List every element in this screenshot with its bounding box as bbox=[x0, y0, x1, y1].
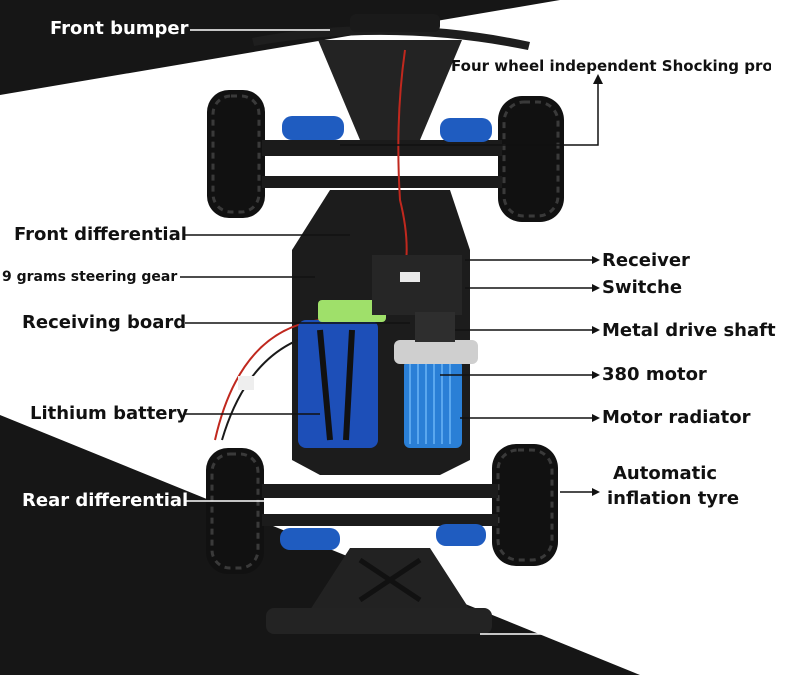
label-front-differential: Front differential bbox=[14, 224, 187, 245]
wire-red bbox=[397, 49, 408, 271]
label-front-bumper: Front bumper bbox=[50, 18, 189, 39]
front-arm-lower bbox=[262, 176, 502, 188]
label-back-bumper: Back bumper bbox=[602, 623, 736, 644]
rear-arm-upper bbox=[262, 484, 498, 498]
drive-shaft bbox=[415, 312, 455, 342]
battery-pack bbox=[298, 320, 378, 448]
front-arm-upper bbox=[262, 140, 502, 156]
rear-left-wheel bbox=[206, 448, 264, 574]
label-steering-gear: 9 grams steering gear bbox=[2, 269, 178, 285]
back-bumper-shape bbox=[266, 548, 492, 634]
rear-left-shock bbox=[280, 528, 340, 550]
label-rear-differential: Rear differential bbox=[22, 490, 189, 511]
label-automatic: Automatic bbox=[613, 463, 718, 484]
rear-right-wheel bbox=[492, 444, 558, 566]
label-switche: Switche bbox=[602, 277, 683, 298]
battery-plug bbox=[318, 300, 386, 322]
line-shock-proof bbox=[340, 82, 599, 146]
drive-gear bbox=[394, 340, 478, 364]
label-metal-drive-shaft: Metal drive shaft bbox=[602, 320, 776, 341]
rear-right-shock bbox=[436, 524, 486, 546]
front-left-wheel bbox=[207, 90, 265, 218]
rear-arm-lower bbox=[262, 514, 498, 526]
label-inflation-tyre: inflation tyre bbox=[607, 488, 740, 509]
battery-connector bbox=[238, 376, 254, 390]
label-shock-proof: Four wheel independent Shocking proo bbox=[451, 57, 771, 75]
receiver-box bbox=[372, 255, 462, 315]
front-right-wheel bbox=[498, 96, 564, 222]
front-bumper-shape bbox=[252, 14, 530, 140]
label-lithium-battery: Lithium battery bbox=[30, 403, 189, 424]
front-right-shock bbox=[440, 118, 492, 142]
front-left-shock bbox=[282, 116, 344, 140]
label-380-motor: 380 motor bbox=[602, 364, 707, 385]
label-receiving-board: Receiving board bbox=[22, 312, 187, 333]
label-receiver: Receiver bbox=[602, 250, 690, 271]
label-motor-radiator: Motor radiator bbox=[602, 407, 751, 428]
